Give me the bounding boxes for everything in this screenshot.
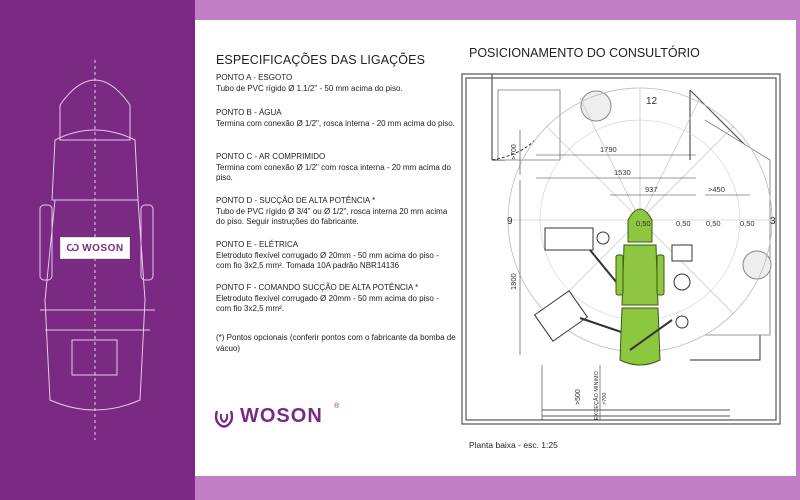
doctor-delivery-unit <box>544 227 594 251</box>
spec-note: (*) Pontos opcionais (conferir pontos co… <box>216 333 456 353</box>
chair-backrest <box>621 244 659 306</box>
spec-heading: PONTO C - AR COMPRIMIDO <box>216 152 326 161</box>
door-swing <box>491 139 536 161</box>
dim-gt700: >700 <box>511 144 518 160</box>
spec-item-e: PONTO E - ELÉTRICA Eletroduto flexível c… <box>216 240 456 272</box>
plan-caption: Planta baixa - esc. 1:25 <box>469 440 558 450</box>
spec-heading: PONTO D - SUCÇÃO DE ALTA POTÊNCIA * <box>216 196 376 205</box>
sink-right <box>742 250 772 280</box>
spec-item-a: PONTO A - ESGOTO Tubo de PVC rígido Ø 1.… <box>216 73 456 94</box>
dim-exit-value: >700 <box>602 393 608 405</box>
left-logo-mark: Ѡ <box>66 242 80 254</box>
spec-heading: PONTO E - ELÉTRICA <box>216 240 299 249</box>
assistant-unit <box>533 290 589 342</box>
specs-title: ESPECIFICAÇÕES DAS LIGAÇÕES <box>216 53 426 67</box>
counter-right <box>704 119 771 336</box>
left-logo: Ѡ WOSON <box>60 237 130 259</box>
dim-937: 937 <box>645 185 658 194</box>
woson-logo-icon <box>214 410 234 428</box>
chair-headrest <box>627 208 653 243</box>
dim-050-c: 0,50 <box>706 219 721 228</box>
spec-heading: PONTO A - ESGOTO <box>216 73 293 82</box>
room-walls <box>461 73 781 425</box>
floor-plan: 12 9 3 1790 1530 937 >450 >700 1800 0,50… <box>461 73 781 425</box>
chair-outline-drawing <box>39 60 155 440</box>
spec-item-f: PONTO F - COMANDO SUCÇÃO DE ALTA POTÊNCI… <box>216 283 456 315</box>
dental-chair <box>615 208 665 366</box>
plan-title: POSICIONAMENTO DO CONSULTÓRIO <box>469 46 700 60</box>
spec-body: Tubo de PVC rígido Ø 3/4" ou Ø 1/2", ros… <box>216 206 448 227</box>
dim-050-b: 0,50 <box>676 219 691 228</box>
spec-heading: PONTO F - COMANDO SUCÇÃO DE ALTA POTÊNCI… <box>216 283 419 292</box>
cabinet-top-left <box>497 89 561 161</box>
dim-1800: 1800 <box>509 273 518 290</box>
cuspidor <box>673 273 691 291</box>
spec-body: Termina com conexão Ø 1/2" com rosca int… <box>216 162 451 183</box>
dim-gt500: >500 <box>575 389 582 405</box>
spec-item-b: PONTO B - ÁGUA Termina com conexão Ø 1/2… <box>216 108 456 129</box>
clock-9-label: 9 <box>507 216 513 227</box>
dim-exit-label: EXCEÇÃO MÍNIMO <box>593 370 600 420</box>
spec-body: Eletroduto flexível corrugado Ø 20mm - 5… <box>216 250 439 271</box>
clock-12-label: 12 <box>646 96 658 107</box>
spittoon-unit <box>671 244 693 262</box>
dim-gt450: >450 <box>708 185 725 194</box>
brand-reg: ® <box>334 403 340 410</box>
spec-body: Eletroduto flexível corrugado Ø 20mm - 5… <box>216 293 439 314</box>
dim-050-d: 0,50 <box>740 219 755 228</box>
chair-seat <box>619 307 661 366</box>
left-logo-text: WOSON <box>82 242 124 254</box>
spec-body: Termina com conexão Ø 1/2", rosca intern… <box>216 118 455 128</box>
brand-name: WOSON <box>240 405 323 427</box>
dim-1790: 1790 <box>600 145 617 154</box>
spec-heading: PONTO B - ÁGUA <box>216 108 282 117</box>
dim-1530: 1530 <box>614 168 631 177</box>
clock-3-label: 3 <box>770 216 776 227</box>
brand-logo: WOSON ® <box>214 403 339 428</box>
dim-050-a: 0,50 <box>636 219 651 228</box>
spec-item-d: PONTO D - SUCÇÃO DE ALTA POTÊNCIA * Tubo… <box>216 196 456 228</box>
spec-item-c: PONTO C - AR COMPRIMIDO Termina com cone… <box>216 152 456 184</box>
spec-body: Tubo de PVC rígido Ø 1.1/2" - 50 mm acim… <box>216 83 403 93</box>
